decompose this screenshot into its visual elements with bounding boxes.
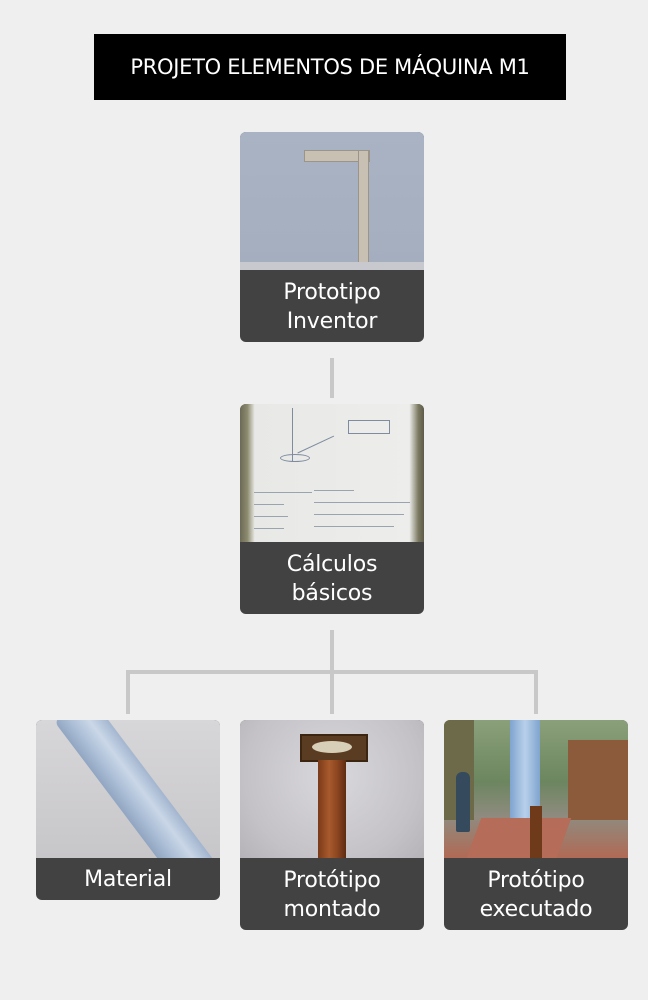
node-material[interactable]: Material xyxy=(36,720,220,900)
node-calculos-basicos[interactable]: Cálculos básicos xyxy=(240,404,424,614)
page-title: PROJETO ELEMENTOS DE MÁQUINA M1 xyxy=(94,34,566,100)
caption-line: básicos xyxy=(291,581,373,606)
connector-center-drop xyxy=(330,670,334,714)
caption-line: Protótipo xyxy=(487,868,585,893)
node-caption: Prototipo Inventor xyxy=(240,270,424,342)
caption-line: executado xyxy=(479,897,593,922)
caption-line: Inventor xyxy=(286,309,378,334)
connector-1-2 xyxy=(330,358,334,398)
executed-prototype-photo xyxy=(444,720,628,858)
connector-left-drop xyxy=(126,670,130,714)
node-prototipo-executado[interactable]: Protótipo executado xyxy=(444,720,628,930)
node-prototipo-inventor[interactable]: Prototipo Inventor xyxy=(240,132,424,342)
node-caption: Protótipo executado xyxy=(444,858,628,930)
caption-line: Cálculos xyxy=(286,552,378,577)
caption-line: Protótipo xyxy=(283,868,381,893)
node-caption: Protótipo montado xyxy=(240,858,424,930)
node-caption: Cálculos básicos xyxy=(240,542,424,614)
cad-model-photo xyxy=(240,132,424,270)
title-text: PROJETO ELEMENTOS DE MÁQUINA M1 xyxy=(130,55,530,79)
calculations-paper-photo xyxy=(240,404,424,542)
mounted-prototype-photo xyxy=(240,720,424,858)
material-tube-photo xyxy=(36,720,220,858)
node-prototipo-montado[interactable]: Protótipo montado xyxy=(240,720,424,930)
connector-right-drop xyxy=(534,670,538,714)
caption-line: montado xyxy=(283,897,381,922)
node-caption: Material xyxy=(36,858,220,900)
caption-line: Prototipo xyxy=(283,280,381,305)
caption-line: Material xyxy=(84,867,172,892)
connector-2-branch xyxy=(330,630,334,674)
